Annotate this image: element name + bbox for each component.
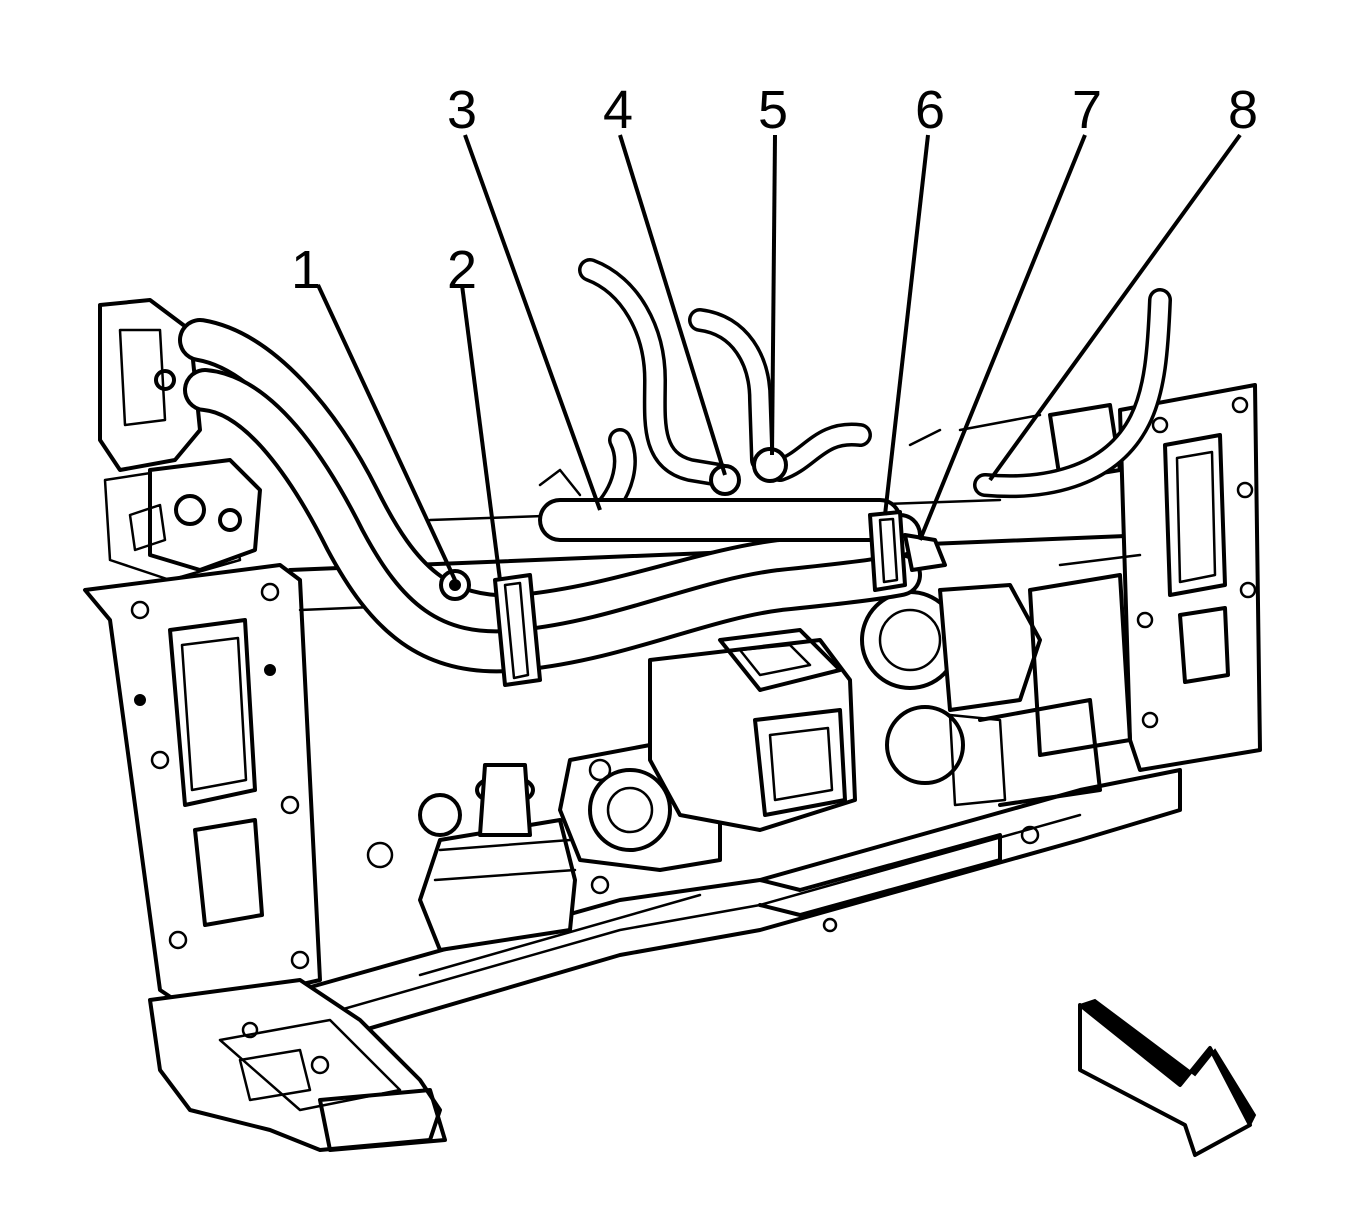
right-upper-pipe — [973, 288, 1172, 499]
leader-8 — [988, 133, 1242, 482]
leader-6 — [883, 134, 930, 516]
hose-clamps — [493, 510, 947, 687]
callout-labels: 1 2 3 4 5 6 7 8 — [291, 80, 1258, 300]
leader-lines — [316, 133, 1242, 581]
water-pump-assembly — [366, 763, 610, 952]
callout-1: 1 — [291, 240, 321, 300]
leader-2 — [460, 284, 502, 581]
leader-3 — [463, 134, 602, 511]
callout-7: 7 — [1072, 80, 1102, 140]
upper-center-pipes — [578, 258, 872, 531]
leader-4 — [618, 134, 727, 476]
leader-7 — [918, 134, 1087, 541]
callout-4: 4 — [603, 80, 633, 140]
front-direction-arrow-icon — [1077, 998, 1257, 1157]
actuator-motors — [860, 583, 1102, 807]
main-hoses — [178, 318, 922, 674]
right-side-panel — [1028, 383, 1262, 772]
callout-3: 3 — [447, 80, 477, 140]
left-side-panel — [83, 563, 322, 1012]
leader-1 — [316, 284, 457, 581]
callout-8: 8 — [1228, 80, 1258, 140]
callout-6: 6 — [915, 80, 945, 140]
lower-skid-bracket — [148, 978, 447, 1152]
callout-2: 2 — [447, 240, 477, 300]
central-module — [648, 628, 857, 832]
callout-5: 5 — [758, 80, 788, 140]
leader-5 — [770, 134, 777, 456]
left-coupling-block — [128, 458, 262, 572]
